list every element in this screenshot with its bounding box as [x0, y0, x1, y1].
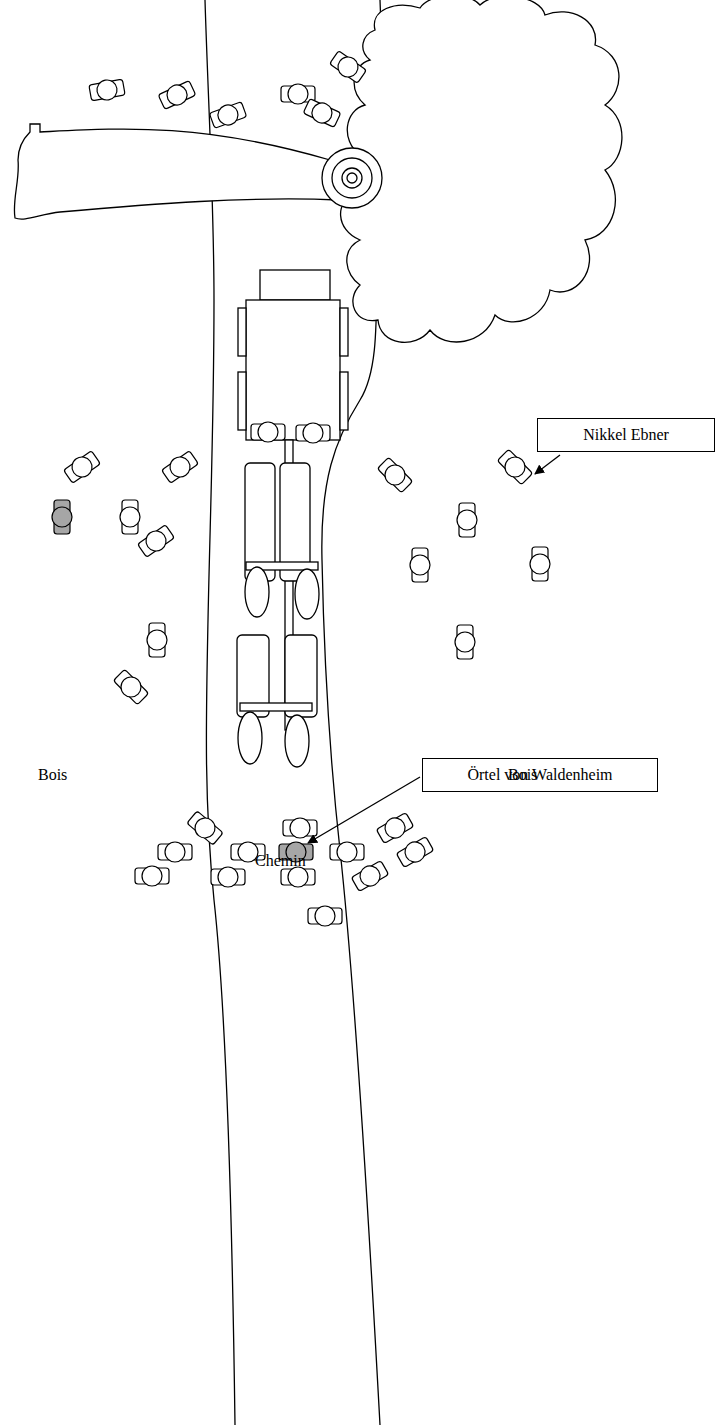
person [157, 79, 196, 111]
person [209, 100, 248, 130]
person [410, 548, 430, 582]
area-label: Bois [508, 766, 537, 784]
person [395, 835, 434, 869]
person [52, 500, 72, 534]
horse-head [238, 712, 262, 764]
road-label: Chemin [255, 852, 306, 870]
person [281, 867, 315, 887]
person [135, 866, 169, 886]
tree-canopy [341, 0, 622, 342]
wagon-seat [260, 270, 330, 300]
person [89, 77, 126, 103]
callout-box: Nikkel Ebner [537, 418, 715, 452]
person [328, 49, 367, 85]
person [496, 448, 534, 486]
person [350, 859, 389, 893]
person [376, 456, 414, 494]
person [136, 523, 175, 559]
person [375, 811, 414, 845]
callout-text: Nikkel Ebner [583, 426, 669, 444]
tree-ring [347, 173, 357, 183]
person [160, 449, 199, 485]
person [302, 97, 341, 129]
horse-head [285, 715, 309, 767]
person [158, 842, 192, 862]
area-label: Bois [38, 766, 67, 784]
person [251, 422, 285, 442]
person [62, 449, 101, 485]
person [330, 842, 364, 862]
people [52, 49, 550, 926]
person [112, 668, 150, 706]
wagon-rail [340, 308, 348, 356]
fallen-trunk [14, 124, 338, 219]
wagon-rail [238, 308, 246, 356]
person [283, 818, 317, 838]
person [530, 547, 550, 581]
wagon-rail [238, 372, 246, 430]
callout-box: Örtel von Waldenheim [422, 758, 658, 792]
person [308, 906, 342, 926]
person [211, 867, 245, 887]
person [186, 809, 225, 846]
wagon-rail [340, 372, 348, 430]
yoke [240, 703, 312, 711]
leader-line [535, 455, 560, 474]
tree-ring [332, 158, 372, 198]
person [120, 500, 140, 534]
person [455, 625, 475, 659]
wagon-body [246, 300, 340, 440]
road-edge [205, 0, 235, 1425]
horse-head [245, 567, 269, 617]
horse-head [295, 569, 319, 619]
tree-trunk [322, 148, 382, 208]
callout-text: Örtel von Waldenheim [467, 766, 612, 784]
person [296, 423, 330, 443]
person [147, 623, 167, 657]
leader-line [308, 777, 420, 843]
tree-ring [342, 168, 362, 188]
person [457, 503, 477, 537]
